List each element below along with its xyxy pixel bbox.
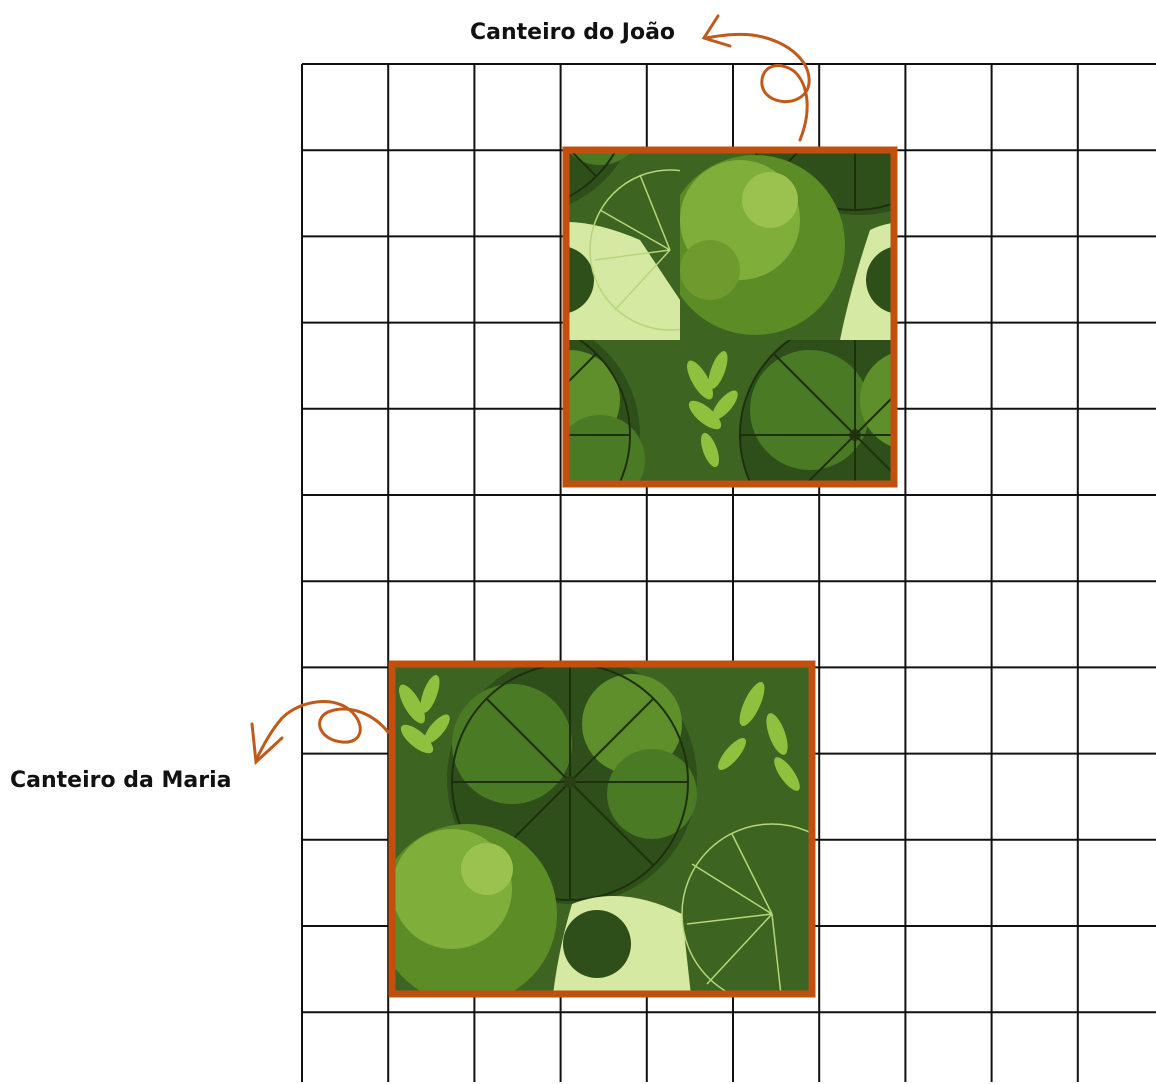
bed-maria [392,664,812,994]
arrow-joao [704,16,809,140]
label-canteiro-joao: Canteiro do João [470,22,675,44]
bed-joao [566,150,894,484]
bed-maria-foliage [392,664,812,994]
label-canteiro-maria: Canteiro da Maria [10,770,231,792]
bed-joao-foliage [566,150,894,484]
